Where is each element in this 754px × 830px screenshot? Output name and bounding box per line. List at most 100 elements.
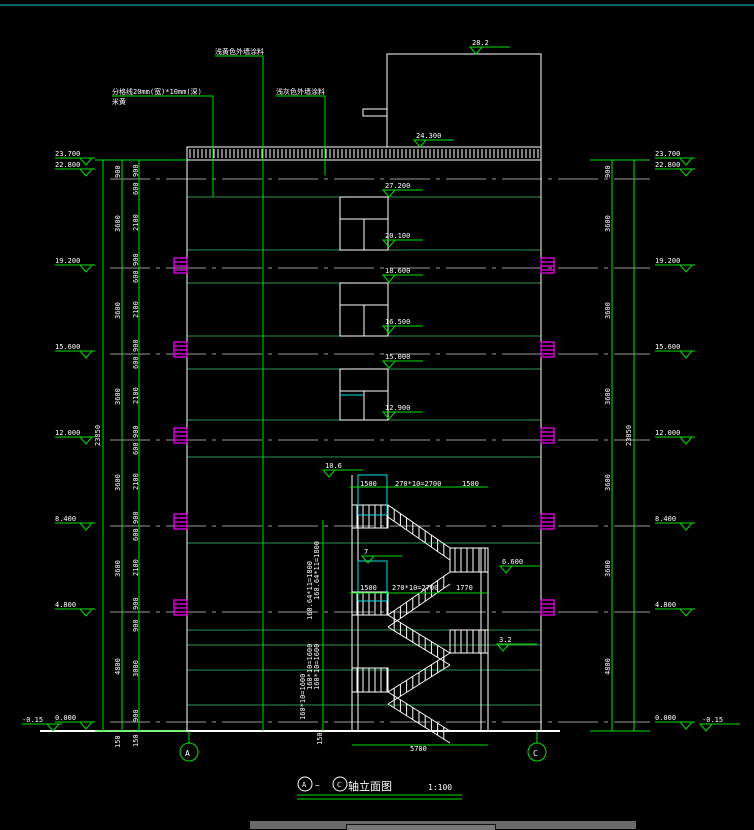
elevation-left: 12.000	[55, 429, 80, 437]
dim-label: 900	[132, 425, 140, 438]
svg-text:A: A	[302, 781, 307, 789]
dim-label: 600	[132, 356, 140, 369]
elevation-right: 19.200	[655, 257, 680, 265]
elevation-center: 28.2	[472, 39, 489, 47]
dim-label: 160*10=1600	[313, 644, 321, 690]
elevation-left: 22.800	[55, 161, 80, 169]
elevation-right: 4.800	[655, 601, 676, 609]
dim-label: 4800	[114, 658, 122, 675]
title-scale: 1:100	[428, 783, 452, 792]
elevation-left: 15.600	[55, 343, 80, 351]
dim-label: 900	[132, 597, 140, 610]
annotation-coping-color: 米黄	[112, 97, 126, 106]
elevation-right: 8.400	[655, 515, 676, 523]
dim-label: 3600	[604, 474, 612, 491]
elevation-right: 15.600	[655, 343, 680, 351]
elevation-center: 18.600	[385, 267, 410, 275]
dim-label: 1770	[456, 584, 473, 592]
elevation-left: 0.000	[55, 714, 76, 722]
dim-label: 3600	[114, 474, 122, 491]
dim-label: 3000	[132, 660, 140, 677]
dim-label: 150	[132, 734, 140, 747]
dim-label: 1500	[360, 584, 377, 592]
elevation-left: 19.200	[55, 257, 80, 265]
roof-parapet	[186, 146, 542, 161]
total-height-dim-right: 23850	[625, 425, 633, 446]
total-height-dim: 23850	[94, 425, 102, 446]
elevation-left: -0.15	[22, 716, 43, 724]
annotations: 分格线20mm(宽)*10mm(深) 米黄 浅黄色外墙涂料 浅灰色外墙涂料	[112, 47, 326, 260]
elevation-center: 10.6	[325, 462, 342, 470]
canopy	[362, 108, 388, 117]
dim-label: 900	[132, 619, 140, 632]
dim-label: 2100	[132, 559, 140, 576]
elevation-center: 3.2	[499, 636, 512, 644]
dim-label: 2100	[132, 301, 140, 318]
drawing-title: A ~ C 轴立面图 1:100	[297, 776, 462, 800]
interior-openings	[339, 196, 389, 421]
stair-landing	[449, 547, 489, 573]
dim-label: 600	[132, 528, 140, 541]
dim-label: 600	[132, 442, 140, 455]
status-bar	[250, 821, 636, 830]
door	[357, 474, 388, 516]
side-windows	[173, 257, 555, 616]
svg-text:A: A	[185, 749, 190, 758]
annotation-coping: 分格线20mm(宽)*10mm(深)	[112, 87, 202, 96]
dim-label: 3600	[114, 388, 122, 405]
dim-label: 3600	[114, 560, 122, 577]
elevation-right: 12.000	[655, 429, 680, 437]
dim-label: 2100	[132, 214, 140, 231]
stair-landing	[449, 629, 489, 654]
status-tab[interactable]	[346, 824, 496, 830]
dim-label: 2100	[132, 387, 140, 404]
elevation-center: 27.200	[385, 182, 410, 190]
elevation-center: 15.000	[385, 353, 410, 361]
elevation-center: 24.300	[416, 132, 441, 140]
dim-label: 3600	[604, 302, 612, 319]
dim-label: 160*10=1600	[299, 674, 307, 720]
svg-text:~: ~	[315, 781, 320, 790]
elevation-markers: 23.700 22.800 19.200 15.600 12.000 8.400 4.800…	[22, 39, 740, 732]
svg-text:C: C	[533, 749, 538, 758]
dim-label: 4800	[604, 658, 612, 675]
svg-text:C: C	[337, 781, 341, 789]
annotation-paint-1: 浅黄色外墙涂料	[215, 47, 264, 56]
dim-label: 3600	[604, 560, 612, 577]
dim-label: 3600	[114, 302, 122, 319]
dim-label: 900	[604, 165, 612, 178]
dim-label: 1500	[360, 480, 377, 488]
dimension-lines: 23850 23850 900 3600 3600 3600 3600 3600 4800 150…	[94, 159, 650, 753]
elevation-right: 0.000	[655, 714, 676, 722]
axis-a-bubble: A	[179, 731, 199, 762]
dim-label: 900	[132, 164, 140, 177]
dim-label: 150	[114, 735, 122, 748]
dim-label: 1500	[462, 480, 479, 488]
elevation-center: 16.500	[385, 318, 410, 326]
door	[357, 560, 388, 602]
dim-label: 3600	[604, 215, 612, 232]
elevation-center: 20.100	[385, 232, 410, 240]
elevation-left: 8.400	[55, 515, 76, 523]
dim-label: 5700	[410, 745, 427, 753]
dim-label: 900	[132, 253, 140, 266]
dim-label: 270*10=2700	[395, 480, 441, 488]
dim-label: 900	[132, 709, 140, 722]
penthouse	[386, 53, 542, 148]
external-stair	[351, 474, 489, 744]
title-text: 轴立面图	[348, 779, 392, 793]
elevation-center: 12.900	[385, 404, 410, 412]
dim-label: 150	[316, 732, 324, 745]
dim-label: 900	[132, 339, 140, 352]
annotation-paint-2: 浅灰色外墙涂料	[276, 87, 325, 96]
dim-label: 160*10=1600	[306, 644, 314, 690]
dim-label: 600	[132, 270, 140, 283]
elevation-left: 23.700	[55, 150, 80, 158]
stair-landing	[351, 504, 389, 529]
elevation-center: 7	[364, 548, 368, 556]
axis-c-bubble: C	[527, 731, 547, 762]
dim-label: 3600	[604, 388, 612, 405]
dim-label: 900	[114, 165, 122, 178]
dim-label: 3600	[114, 215, 122, 232]
elevation-center: 6.600	[502, 558, 523, 566]
